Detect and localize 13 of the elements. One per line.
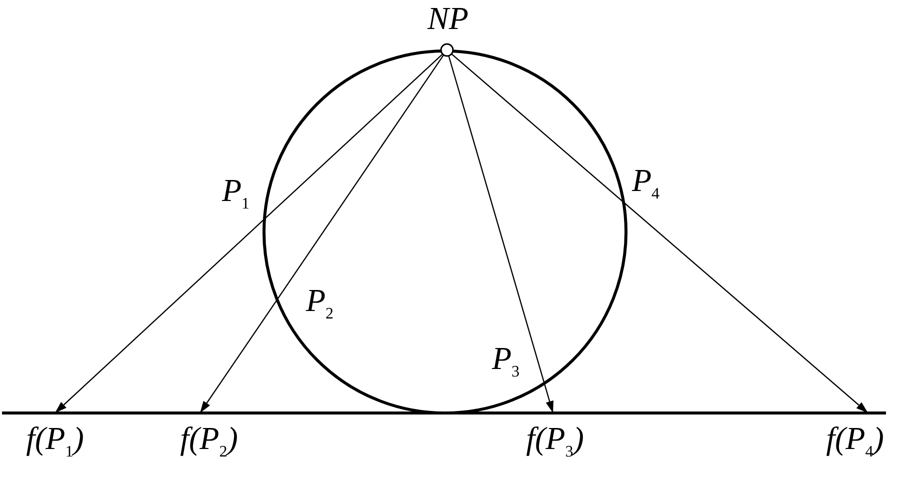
projection-label: f(P$_{3}$) (512, 420, 598, 470)
arrow (54, 54, 443, 414)
projection-label: f(P$_{4}$) (812, 420, 898, 470)
arrow (451, 53, 868, 414)
point-label: P$_{3}$ (492, 340, 520, 382)
arrow (200, 54, 444, 414)
point-label: P$_{2}$ (306, 282, 334, 324)
point-label: NP (418, 0, 478, 36)
point-label: P$_{1}$ (222, 172, 250, 214)
arrow (448, 56, 554, 414)
projection-label: f(P$_{1}$) (12, 420, 98, 470)
point-label: P$_{4}$ (632, 162, 660, 204)
projection-label: f(P$_{2}$) (166, 420, 252, 470)
